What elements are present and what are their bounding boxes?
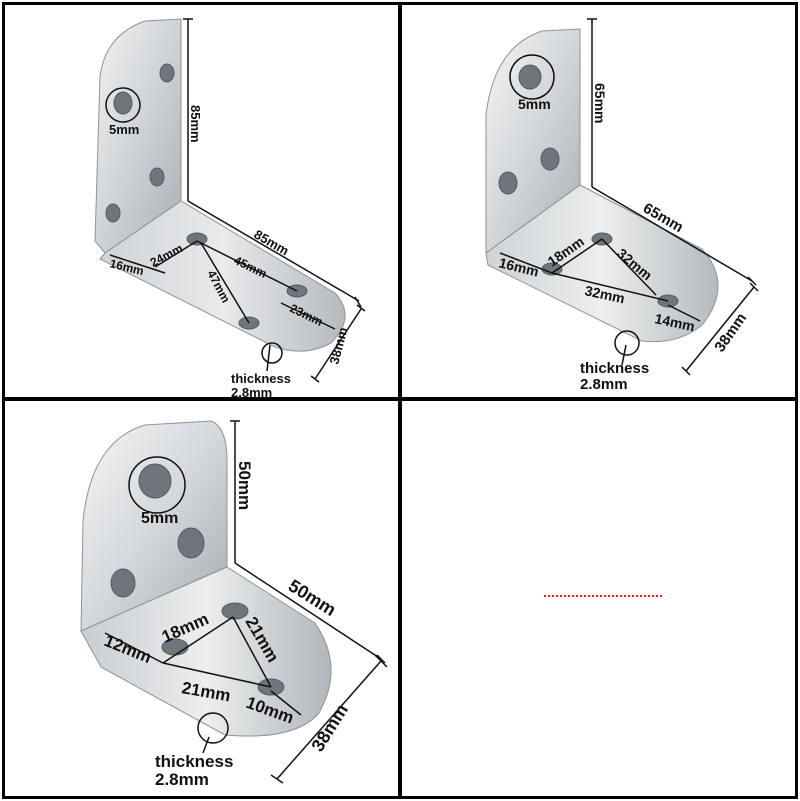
panel-50mm-bracket: 5mm 50mm 50mm 38mm 12mm 18mm 21mm 21mm 1… [2, 398, 401, 799]
thickness-callout-circle [197, 712, 229, 744]
thickness-label: thickness [155, 752, 233, 771]
dimension-lines [104, 420, 388, 784]
height-label: 65mm [592, 83, 608, 123]
thickness-callout-circle [614, 330, 640, 356]
thickness-label: thickness [580, 360, 649, 377]
dotted-line-divider [544, 595, 662, 597]
hole-size-label: 5mm [141, 510, 178, 527]
thickness-value: 2.8mm [155, 770, 209, 789]
bracket-50mm-illustration: 5mm 50mm 50mm 38mm 12mm 18mm 21mm 21mm 1… [80, 420, 388, 789]
panel-empty [399, 398, 798, 799]
mounting-holes [498, 64, 679, 308]
bracket-vertical-leg [485, 28, 581, 254]
height-label: 50mm [235, 461, 254, 510]
bracket-65mm-illustration: 5mm 65mm 65mm 38mm 16mm 18mm 32mm 32mm 1… [485, 18, 759, 393]
hole-callout-circle [105, 87, 141, 123]
thickness-callout-circle [261, 342, 283, 364]
dimension-lines [109, 18, 366, 383]
panel-65mm-bracket: 5mm 65mm 65mm 38mm 16mm 18mm 32mm 32mm 1… [399, 2, 798, 400]
hole-size-label: 5mm [109, 122, 139, 137]
panel-85mm-bracket: 5mm 85mm 85mm 38mm 16mm 24mm 45mm 47mm 2… [2, 2, 401, 400]
thickness-label: thickness [231, 371, 291, 386]
hole-callout-circle [509, 54, 555, 100]
hole-size-label: 5mm [518, 96, 551, 112]
bracket-horizontal-leg [99, 200, 346, 352]
dimension-lines [499, 18, 759, 376]
height-label: 85mm [188, 105, 203, 143]
thickness-value: 2.8mm [231, 385, 272, 400]
thickness-value: 2.8mm [580, 376, 628, 393]
hole-callout-circle [128, 456, 186, 514]
bracket-85mm-illustration: 5mm 85mm 85mm 38mm 16mm 24mm 45mm 47mm 2… [94, 18, 366, 400]
